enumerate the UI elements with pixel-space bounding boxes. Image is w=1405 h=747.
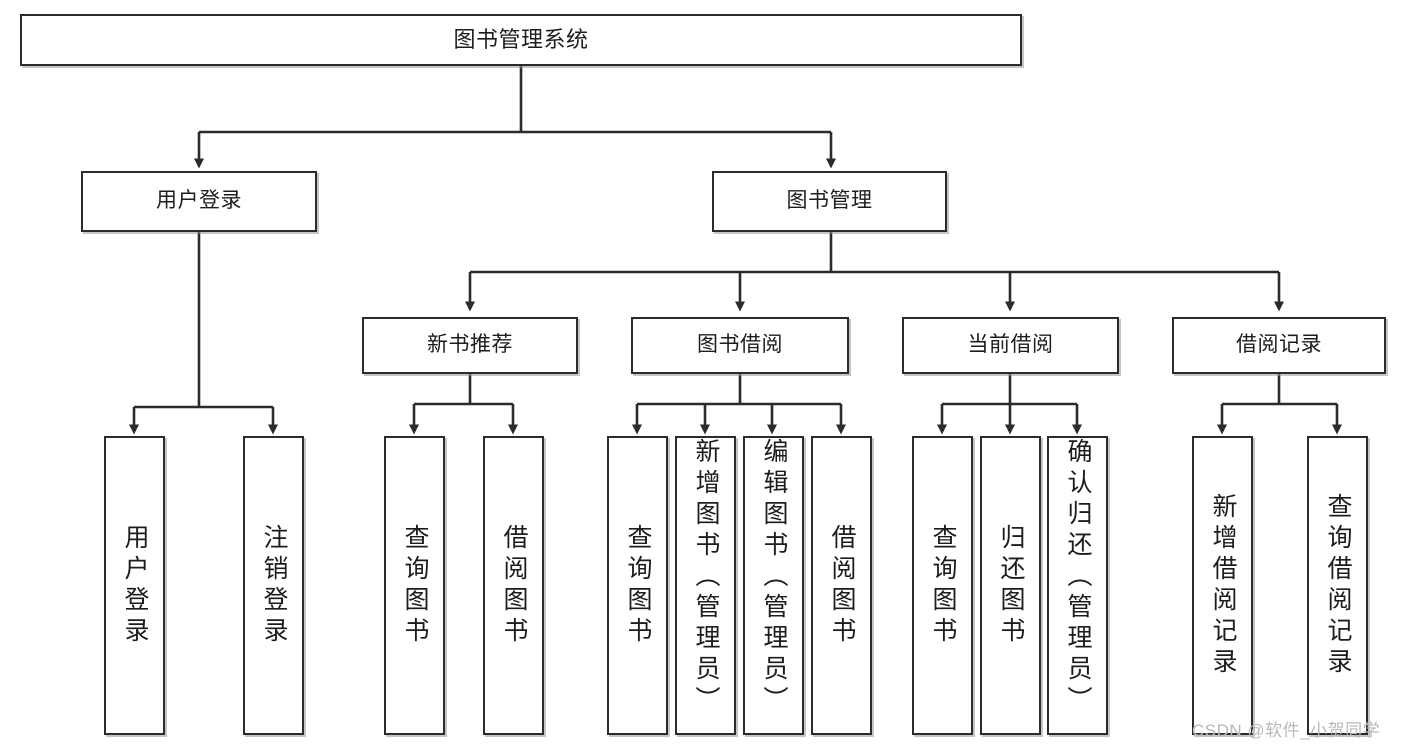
node-current-borrow[interactable]: 当前借阅	[902, 317, 1119, 374]
leaf-borrow-book-1[interactable]: 借阅图书	[483, 436, 544, 735]
leaf-query-record-label: 查询借阅记录	[1324, 492, 1352, 679]
leaf-confirm-return[interactable]: 确认归还（管理员）	[1047, 436, 1108, 735]
leaf-borrow-book-2[interactable]: 借阅图书	[811, 436, 872, 735]
leaf-add-book[interactable]: 新增图书（管理员）	[675, 436, 736, 735]
leaf-return-book[interactable]: 归还图书	[980, 436, 1041, 735]
node-borrow-record-label: 借阅记录	[1236, 333, 1322, 357]
node-new-book-recommend[interactable]: 新书推荐	[362, 317, 578, 374]
leaf-edit-book[interactable]: 编辑图书（管理员）	[743, 436, 804, 735]
leaf-add-record-label: 新增借阅记录	[1209, 492, 1237, 679]
leaf-query-book-1[interactable]: 查询图书	[384, 436, 445, 735]
node-root[interactable]: 图书管理系统	[20, 14, 1022, 66]
node-book-manage-label: 图书管理	[786, 189, 873, 213]
node-book-borrow-label: 图书借阅	[697, 333, 783, 357]
leaf-edit-book-label: 编辑图书（管理员）	[760, 438, 788, 717]
node-user-login-label: 用户登录	[156, 189, 242, 213]
node-current-borrow-label: 当前借阅	[967, 333, 1054, 357]
leaf-query-book-2[interactable]: 查询图书	[607, 436, 668, 735]
csdn-watermark-text: CSDN @软件_小贺同学	[1192, 721, 1381, 740]
node-book-borrow[interactable]: 图书借阅	[631, 317, 849, 374]
node-book-manage[interactable]: 图书管理	[712, 171, 947, 232]
leaf-borrow-book-1-label: 借阅图书	[500, 523, 528, 648]
leaf-borrow-book-2-label: 借阅图书	[828, 523, 856, 648]
leaf-query-record[interactable]: 查询借阅记录	[1307, 436, 1368, 735]
leaf-user-logout[interactable]: 注销登录	[243, 436, 304, 735]
leaf-user-logout-label: 注销登录	[260, 523, 288, 648]
leaf-query-book-3[interactable]: 查询图书	[912, 436, 973, 735]
node-new-book-recommend-label: 新书推荐	[427, 333, 513, 357]
leaf-user-login[interactable]: 用户登录	[104, 436, 165, 735]
node-user-login[interactable]: 用户登录	[81, 171, 317, 232]
leaf-return-book-label: 归还图书	[997, 523, 1025, 648]
node-root-label: 图书管理系统	[453, 27, 589, 53]
leaf-add-book-label: 新增图书（管理员）	[692, 438, 720, 717]
leaf-user-login-label: 用户登录	[121, 523, 149, 648]
leaf-query-book-1-label: 查询图书	[401, 523, 429, 648]
node-borrow-record[interactable]: 借阅记录	[1172, 317, 1386, 374]
leaf-add-record[interactable]: 新增借阅记录	[1192, 436, 1253, 735]
leaf-query-book-2-label: 查询图书	[624, 523, 652, 648]
leaf-confirm-return-label: 确认归还（管理员）	[1064, 438, 1092, 717]
csdn-watermark: CSDN @软件_小贺同学	[1192, 716, 1380, 741]
leaf-query-book-3-label: 查询图书	[929, 523, 957, 648]
